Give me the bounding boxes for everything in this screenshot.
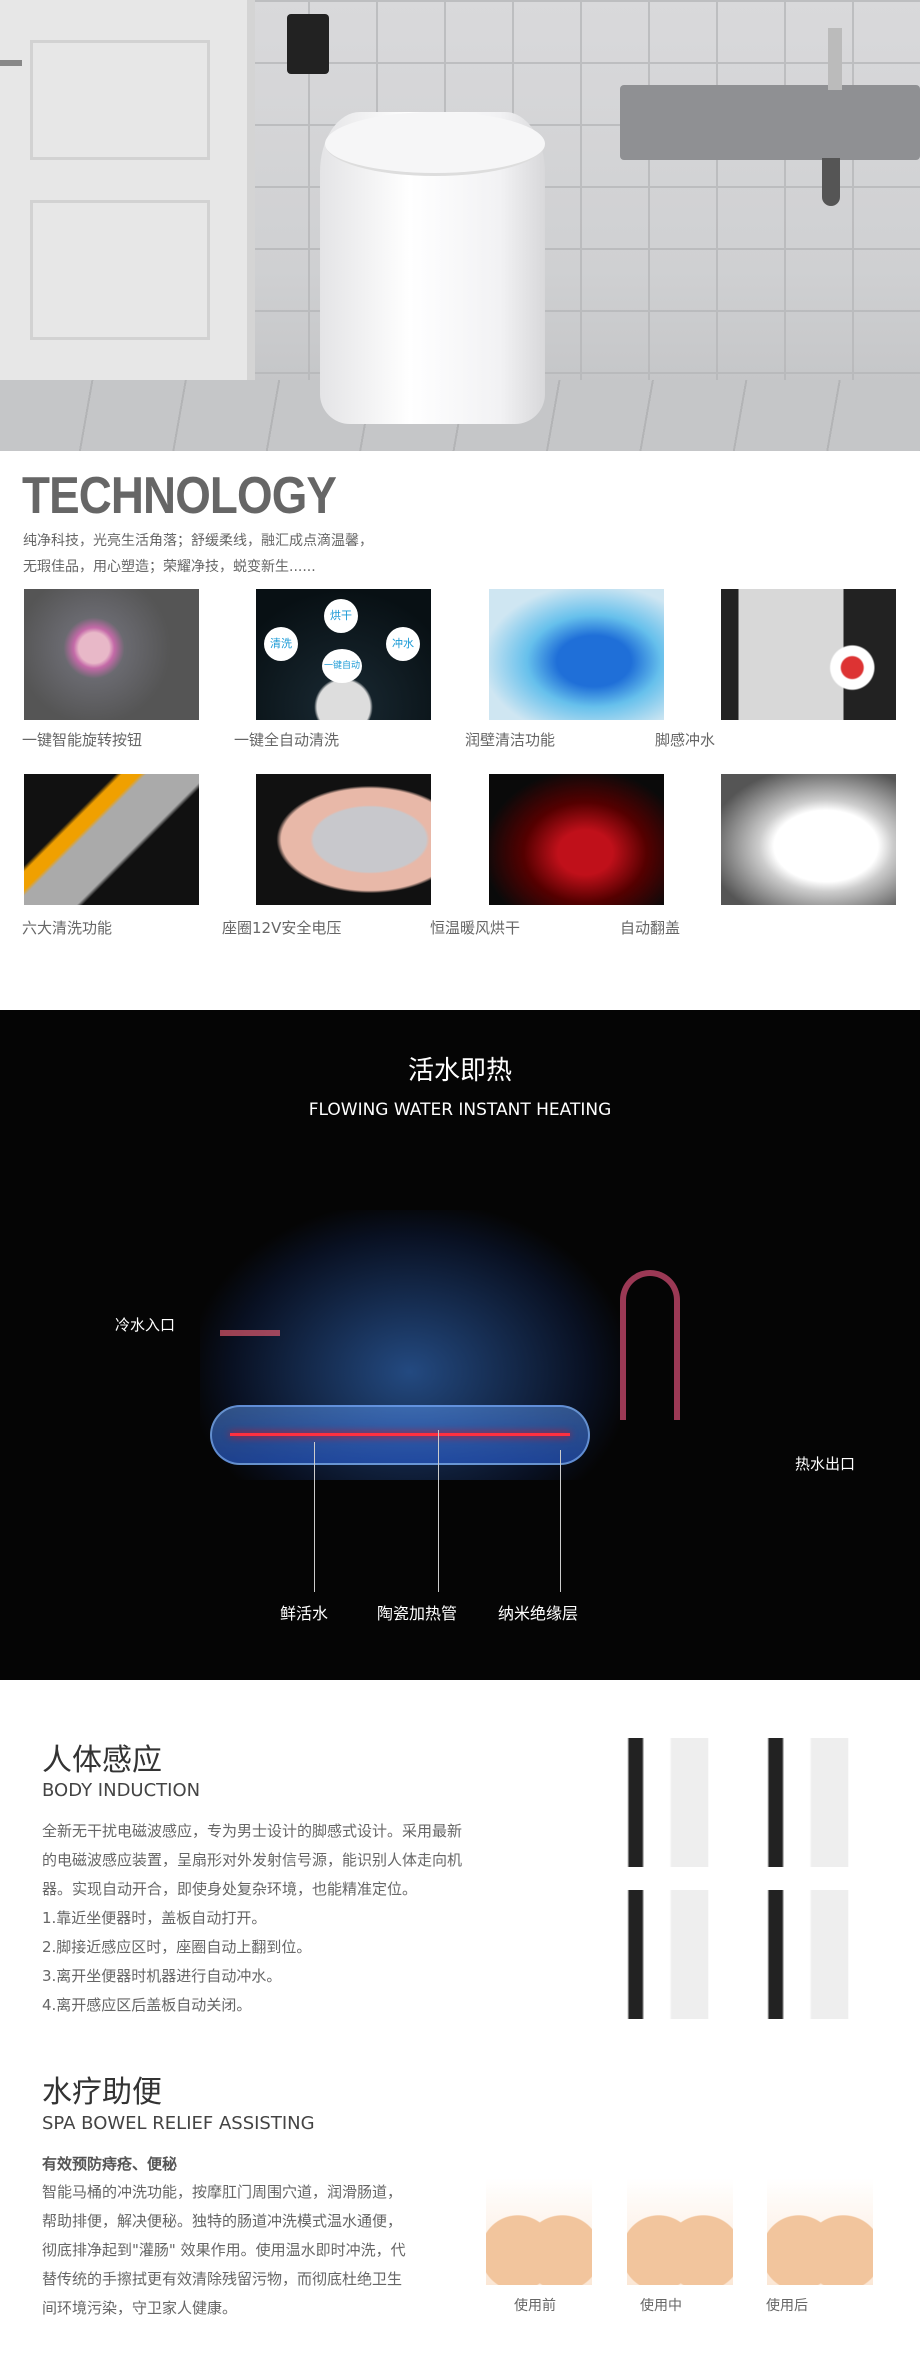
induction-illustration-2 xyxy=(746,1738,852,1867)
bubble-one-key: 一键自动 xyxy=(322,649,362,683)
text-line: 智能马桶的冲洗功能，按摩肛门周围穴道，润滑肠道， xyxy=(42,2183,403,2201)
text-line: 全新无干扰电磁波感应，专为男士设计的脚感式设计。采用最新 xyxy=(42,1822,463,1840)
outlet-pipe xyxy=(620,1270,680,1420)
feature-label: 六大清洗功能 xyxy=(22,919,113,937)
callout-line xyxy=(560,1450,561,1592)
text-line: 的电磁波感应装置，呈扇形对外发射信号源，能识别人体走向机 xyxy=(42,1851,463,1869)
toilet-lid xyxy=(325,112,545,176)
text-line: 替传统的手擦拭更有效清除残留污物，而彻底杜绝卫生 xyxy=(42,2270,403,2288)
stage-label: 使用中 xyxy=(640,2298,682,2314)
feature-label: 一键全自动清洗 xyxy=(234,731,340,749)
technology-title: TECHNOLOGY xyxy=(22,467,337,525)
text-line: 1.靠近坐便器时，盖板自动打开。 xyxy=(42,1909,267,1927)
fresh-water-label: 鲜活水 xyxy=(280,1604,329,1623)
door-handle xyxy=(0,60,22,66)
feature-label: 座圈12V安全电压 xyxy=(222,919,342,937)
feature-label: 自动翻盖 xyxy=(620,919,681,937)
text-line: 彻底排净起到"灌肠" 效果作用。使用温水即时冲洗，代 xyxy=(42,2241,406,2259)
spa-subtitle: 有效预防痔疮、便秘 xyxy=(42,2155,178,2173)
bubble-wash: 清洗 xyxy=(264,627,298,661)
ceramic-tube-label: 陶瓷加热管 xyxy=(377,1604,458,1623)
feature-label: 恒温暖风烘干 xyxy=(430,919,521,937)
feature-image-rim-clean xyxy=(489,589,664,720)
text-line: 间环境污染，守卫家人健康。 xyxy=(42,2299,238,2317)
stage-label: 使用后 xyxy=(766,2298,808,2314)
induction-illustration-1 xyxy=(606,1738,712,1867)
spa-illustration-before xyxy=(486,2178,592,2285)
text-line: 器。实现自动开合，即使身处复杂环境，也能精准定位。 xyxy=(42,1880,418,1898)
feature-image-12v-seat xyxy=(256,774,431,905)
door xyxy=(0,0,255,380)
hot-water-outlet-label: 热水出口 xyxy=(795,1455,856,1473)
induction-title-cn: 人体感应 xyxy=(42,1743,162,1778)
spa-title-en: SPA BOWEL RELIEF ASSISTING xyxy=(42,2113,315,2134)
sink-counter xyxy=(620,85,920,160)
technology-desc-line: 无瑕佳品，用心塑造；荣耀净技，蜕变新生...... xyxy=(23,559,316,575)
faucet xyxy=(828,28,842,90)
inlet-pipe xyxy=(220,1330,280,1336)
feature-image-auto-clean: 烘干 清洗 冲水 一键自动 xyxy=(256,589,431,720)
induction-text: 全新无干扰电磁波感应，专为男士设计的脚感式设计。采用最新 的电磁波感应装置，呈扇… xyxy=(42,1817,502,2020)
feature-image-six-wash xyxy=(24,774,199,905)
spa-illustration-during xyxy=(627,2178,733,2285)
stage-label: 使用前 xyxy=(514,2298,556,2314)
feature-label: 一键智能旋转按钮 xyxy=(22,731,143,749)
text-line: 帮助排便，解决便秘。独特的肠道冲洗模式温水通便， xyxy=(42,2212,403,2230)
technology-desc-line: 纯净科技，光亮生活角落；舒缓柔线，融汇成点滴温馨， xyxy=(23,533,373,549)
spa-text: 智能马桶的冲洗功能，按摩肛门周围穴道，润滑肠道， 帮助排便，解决便秘。独特的肠道… xyxy=(42,2178,502,2323)
heating-section: 活水即热 FLOWING WATER INSTANT HEATING 冷水入口 … xyxy=(0,1010,920,1680)
induction-illustration-3 xyxy=(606,1890,712,2019)
induction-illustration-4 xyxy=(746,1890,852,2019)
heating-element xyxy=(230,1433,570,1436)
sink-pipe xyxy=(822,158,840,206)
bubble-dry: 烘干 xyxy=(324,599,358,633)
spa-illustration-after xyxy=(767,2178,873,2285)
feature-image-foot-flush xyxy=(721,589,896,720)
text-line: 3.离开坐便器时机器进行自动冲水。 xyxy=(42,1967,282,1985)
text-line: 2.脚接近感应区时，座圈自动上翻到位。 xyxy=(42,1938,312,1956)
induction-title-en: BODY INDUCTION xyxy=(42,1780,201,1801)
feature-image-warm-dry xyxy=(489,774,664,905)
feature-label: 脚感冲水 xyxy=(655,731,716,749)
remote-control xyxy=(287,14,329,74)
feature-label: 润壁清洁功能 xyxy=(465,731,556,749)
callout-line xyxy=(438,1430,439,1592)
bubble-flush: 冲水 xyxy=(386,627,420,661)
feature-image-auto-lid xyxy=(721,774,896,905)
text-line: 4.离开感应区后盖板自动关闭。 xyxy=(42,1996,252,2014)
heating-title-cn: 活水即热 xyxy=(407,1056,512,1086)
nano-insulation-label: 纳米绝缘层 xyxy=(498,1604,579,1623)
feature-image-rotary-knob xyxy=(24,589,199,720)
heating-title-en: FLOWING WATER INSTANT HEATING xyxy=(308,1100,612,1120)
cold-water-inlet-label: 冷水入口 xyxy=(115,1316,176,1334)
callout-line xyxy=(314,1442,315,1592)
hero-bathroom-image xyxy=(0,0,920,451)
spa-title-cn: 水疗助便 xyxy=(42,2075,162,2110)
